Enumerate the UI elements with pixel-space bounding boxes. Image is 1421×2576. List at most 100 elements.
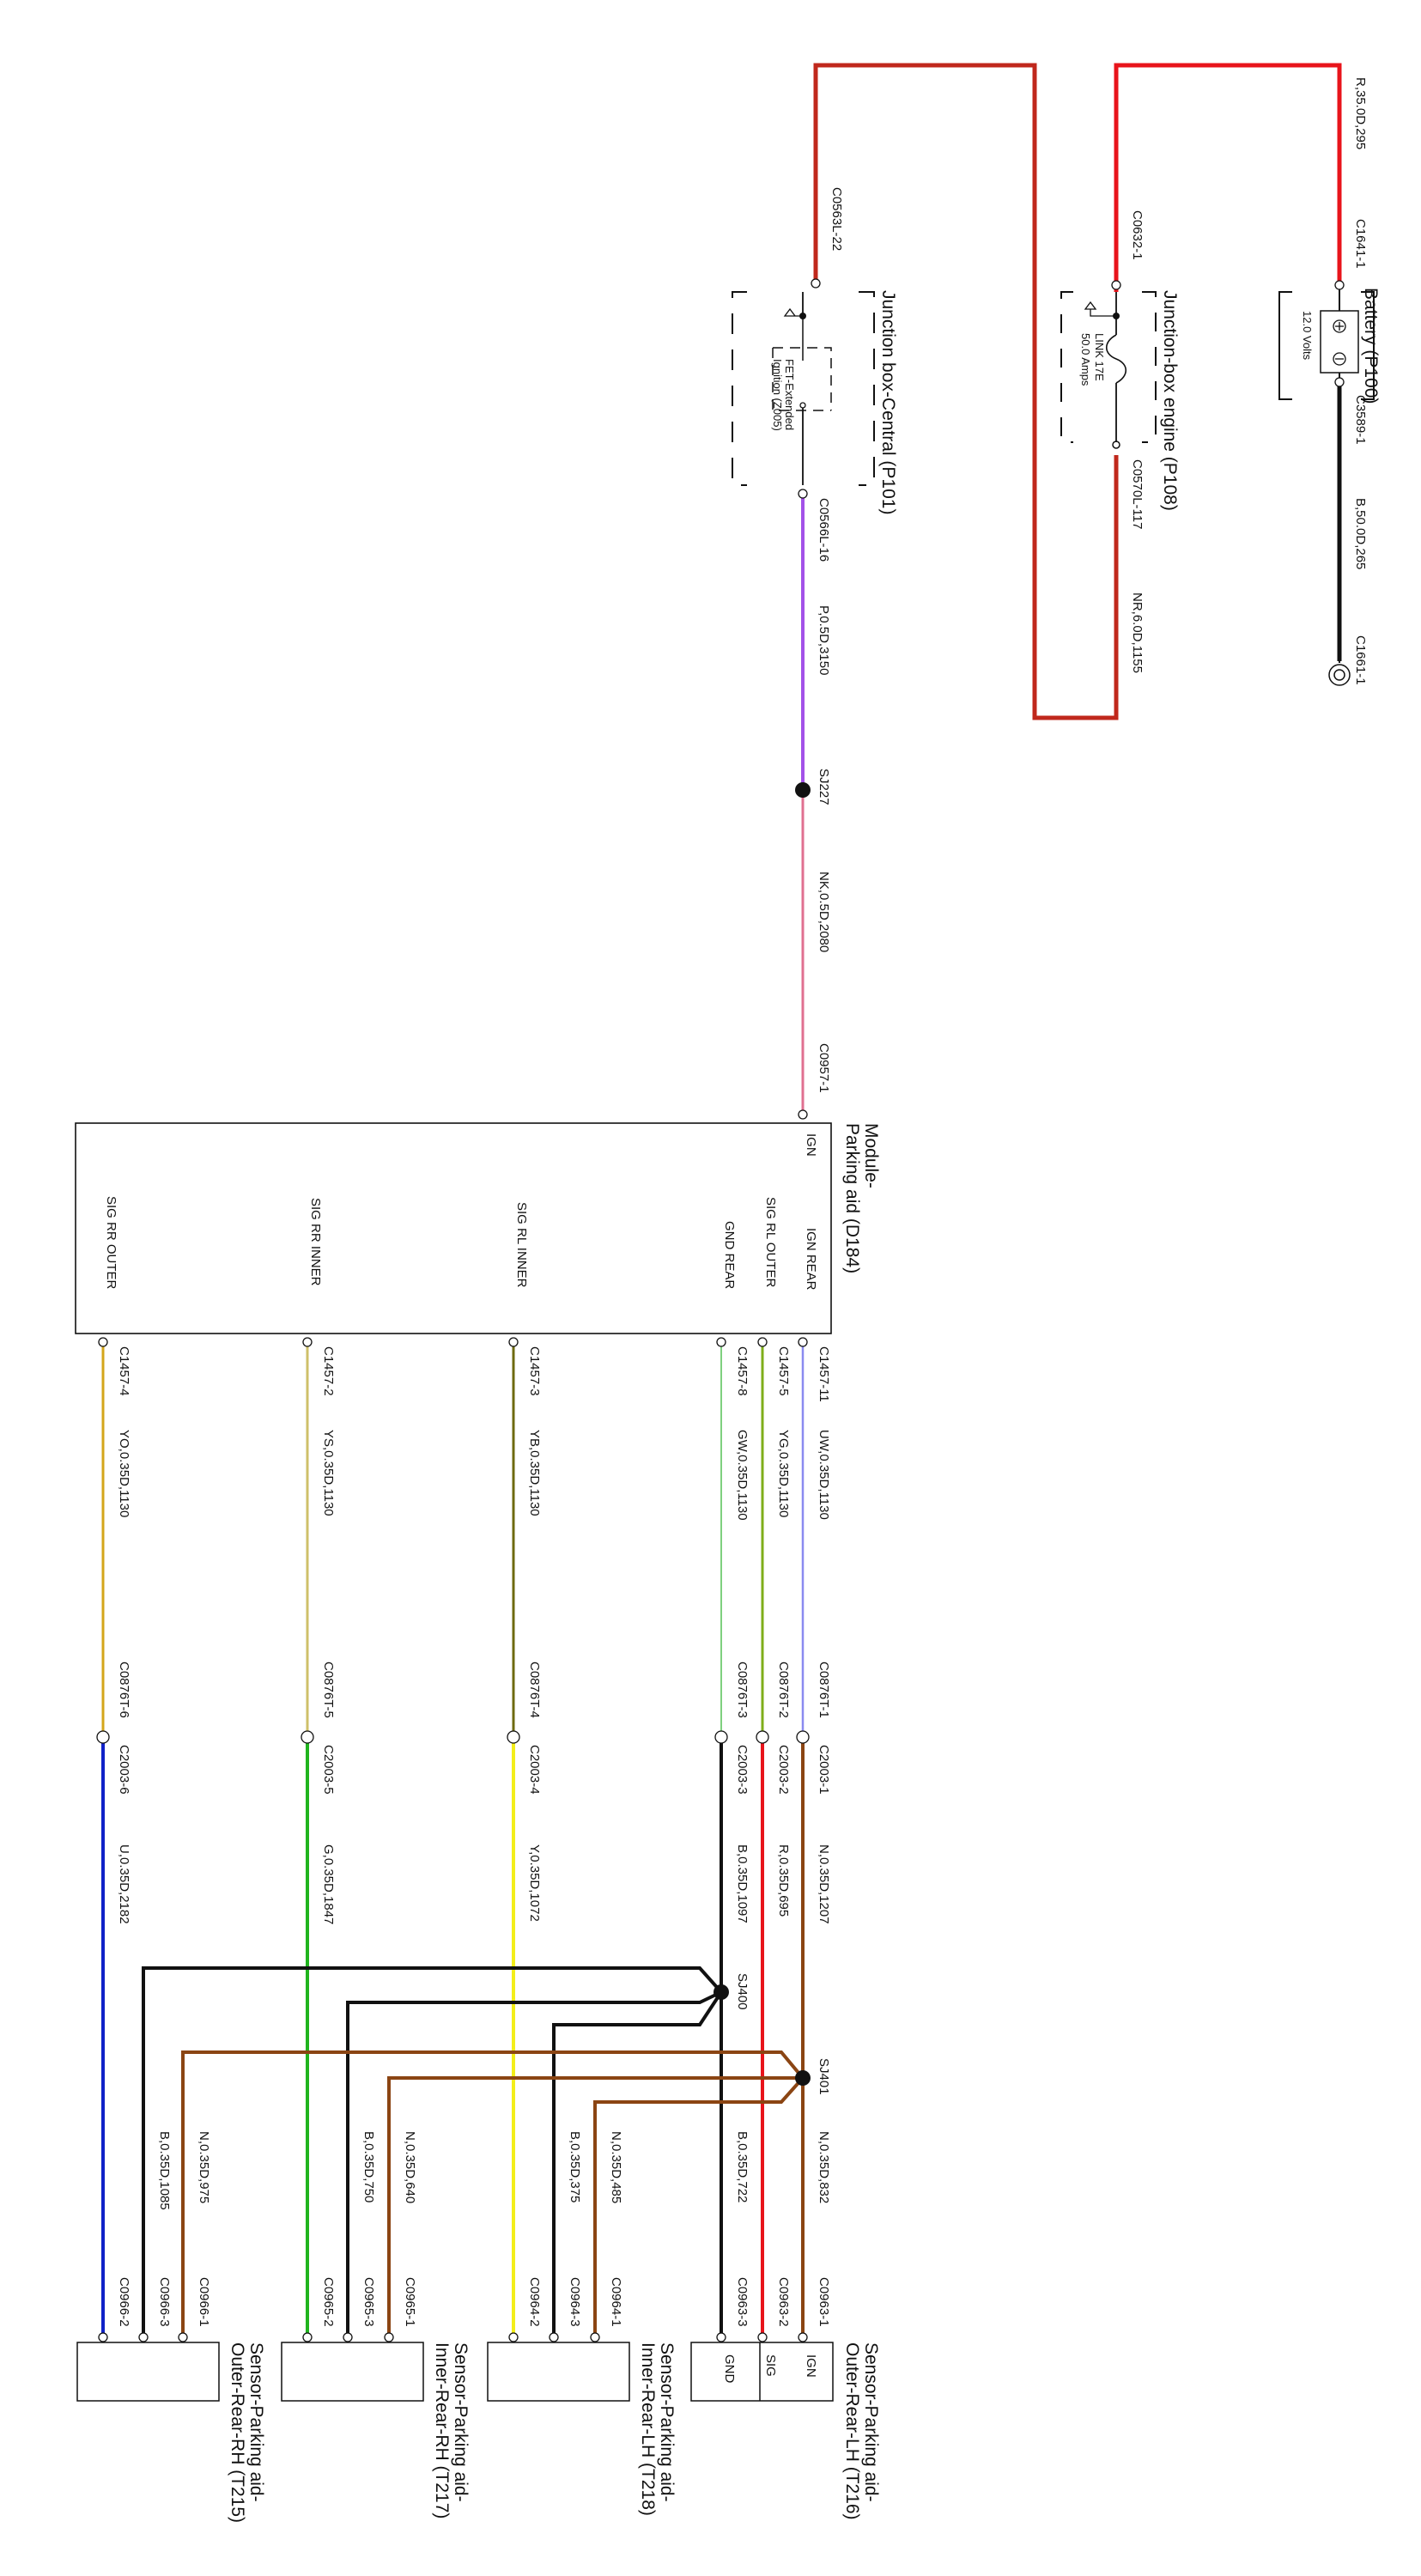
label-c0964-3: C0964-3 — [568, 2277, 582, 2327]
sensor-t216-pin-ign: IGN — [804, 2354, 818, 2378]
sensor-t216-pin-gnd: GND — [722, 2354, 737, 2384]
label-c0876t-2: C0876T-2 — [776, 1662, 791, 1718]
label-c0964-2: C0964-2 — [527, 2277, 542, 2327]
label-c1641-1: C1641-1 — [1353, 219, 1368, 269]
label-w-yb-1130: YB,0.35D,1130 — [527, 1430, 542, 1516]
wire-nr6-1155 — [813, 63, 1119, 720]
label-w-b-1085: B,0.35D,1085 — [157, 2131, 172, 2210]
connector-labels: C1641-1 C3589-1 C1661-1 C0632-1 C0570L-1… — [117, 187, 1368, 2327]
splice-sj401 — [795, 2070, 811, 2086]
sensor-t215-title-1: Sensor-Parking aid- — [246, 2342, 266, 2502]
label-c0563l-22: C0563L-22 — [829, 187, 844, 251]
label-c1457-2: C1457-2 — [321, 1346, 336, 1396]
label-w-b-750: B,0.35D,750 — [361, 2131, 376, 2202]
label-w-n-485: N,0.35D,485 — [609, 2131, 623, 2203]
label-c0964-1: C0964-1 — [609, 2277, 623, 2327]
sensor-t215-title-2: Outer-Rear-RH (T215) — [228, 2342, 247, 2523]
connector-terminals — [96, 278, 1345, 2342]
sensor-t217-box — [281, 2342, 424, 2402]
sensor-t218-title-1: Sensor-Parking aid- — [657, 2342, 677, 2502]
label-c0957-1: C0957-1 — [817, 1043, 831, 1093]
label-w-nr6-1155: NR,6.0D,1155 — [1130, 592, 1145, 673]
sensor-t216-box — [690, 2342, 834, 2402]
label-w-b50-265: B,50.0D,265 — [1353, 498, 1368, 569]
wire-b-1085 — [142, 1966, 723, 2336]
relay-line2: Ignition (Z005) — [771, 359, 784, 431]
label-sj401: SJ401 — [817, 2058, 831, 2095]
battery — [1278, 285, 1375, 400]
module-title-1: Module- — [861, 1123, 881, 1188]
splice-sj227 — [795, 782, 811, 798]
pin-sig-rr-outer: SIG RR OUTER — [104, 1196, 118, 1290]
sensor-t216-title-1: Sensor-Parking aid- — [861, 2342, 881, 2502]
sensor-t216-title-2: Outer-Rear-LH (T216) — [842, 2342, 862, 2520]
pin-ign-rear: IGN REAR — [804, 1228, 818, 1291]
label-w-n-640: N,0.35D,640 — [403, 2131, 417, 2203]
label-c2003-4: C2003-4 — [527, 1745, 542, 1795]
label-w-g-1847: G,0.35D,1847 — [321, 1844, 336, 1924]
label-w-y-1072: Y,0.35D,1072 — [527, 1844, 542, 1922]
fuse-rating: 50.0 Amps — [1079, 333, 1092, 386]
label-sj400: SJ400 — [735, 1973, 750, 2010]
label-c0566l-16: C0566L-16 — [817, 498, 831, 562]
label-w-p05-3150: P,0.5D,3150 — [817, 605, 831, 675]
sensor-t215-box — [76, 2342, 220, 2402]
label-w-n-975: N,0.35D,975 — [197, 2131, 211, 2203]
label-w-n-1207: N,0.35D,1207 — [817, 1844, 831, 1924]
fuse-name: LINK 17E — [1093, 333, 1106, 381]
ground-icon — [1328, 661, 1351, 686]
module-parking-aid — [75, 1122, 832, 1334]
label-c0876t-4: C0876T-4 — [527, 1662, 542, 1718]
label-w-r-695: R,0.35D,695 — [776, 1844, 791, 1917]
sensor-t216-pin-sig: SIG — [763, 2354, 778, 2377]
label-c0966-1: C0966-1 — [197, 2277, 211, 2327]
label-c0876t-6: C0876T-6 — [117, 1662, 131, 1718]
battery-title: Battery (P100) — [1361, 288, 1381, 404]
wire-n-485 — [593, 2076, 805, 2336]
wire-b-375 — [552, 1990, 723, 2336]
junction-box-engine — [1060, 291, 1157, 449]
label-w-nk05-2080: NK,0.5D,2080 — [817, 872, 831, 952]
label-c0876t-5: C0876T-5 — [321, 1662, 336, 1718]
sensor-t218-box — [487, 2342, 630, 2402]
label-c0963-1: C0963-1 — [817, 2277, 831, 2327]
label-c2003-1: C2003-1 — [817, 1745, 831, 1795]
label-c0965-2: C0965-2 — [321, 2277, 336, 2327]
relay-line1: FET-Extended — [783, 359, 796, 430]
sensor-t218-title-2: Inner-Rear-LH (T218) — [638, 2342, 658, 2516]
label-c2003-3: C2003-3 — [735, 1745, 750, 1795]
pin-gnd-rear: GND REAR — [722, 1221, 737, 1289]
label-w-gw-1130: GW,0.35D,1130 — [735, 1430, 750, 1521]
jb-engine-title: Junction-box engine (P108) — [1160, 290, 1180, 511]
label-w-yg-1130: YG,0.35D,1130 — [776, 1430, 791, 1517]
sensor-t217-title-2: Inner-Rear-RH (T217) — [432, 2342, 452, 2518]
pin-ign: IGN — [804, 1133, 818, 1157]
junction-box-central — [732, 291, 875, 486]
label-w-u-2182: U,0.35D,2182 — [117, 1844, 131, 1924]
label-sj227: SJ227 — [817, 769, 831, 805]
label-w-ys-1130: YS,0.35D,1130 — [321, 1430, 336, 1516]
label-c2003-6: C2003-6 — [117, 1745, 131, 1795]
label-w-uw-1130: UW,0.35D,1130 — [817, 1430, 831, 1520]
label-c0963-2: C0963-2 — [776, 2277, 791, 2327]
pin-sig-rl-inner: SIG RL INNER — [514, 1202, 529, 1288]
module-title-2: Parking aid (D184) — [842, 1123, 862, 1273]
label-c3589-1: C3589-1 — [1353, 395, 1368, 445]
label-c0966-2: C0966-2 — [117, 2277, 131, 2327]
label-w-n-832: N,0.35D,832 — [817, 2131, 831, 2203]
label-w-r35-295: R,35.0D,295 — [1353, 77, 1368, 149]
label-c1457-5: C1457-5 — [776, 1346, 791, 1396]
label-c1457-8: C1457-8 — [735, 1346, 750, 1396]
label-w-b-1097: B,0.35D,1097 — [735, 1844, 750, 1923]
label-c1457-11: C1457-11 — [817, 1346, 831, 1402]
jb-central-title: Junction box-Central (P101) — [878, 290, 898, 514]
wire-n-975 — [181, 2050, 805, 2336]
label-c1457-3: C1457-3 — [527, 1346, 542, 1396]
label-c2003-5: C2003-5 — [321, 1745, 336, 1795]
label-w-b-375: B,0.35D,375 — [568, 2131, 582, 2202]
label-c0876t-3: C0876T-3 — [735, 1662, 750, 1718]
splice-sj400 — [714, 1984, 729, 2000]
label-c0632-1: C0632-1 — [1130, 210, 1145, 260]
